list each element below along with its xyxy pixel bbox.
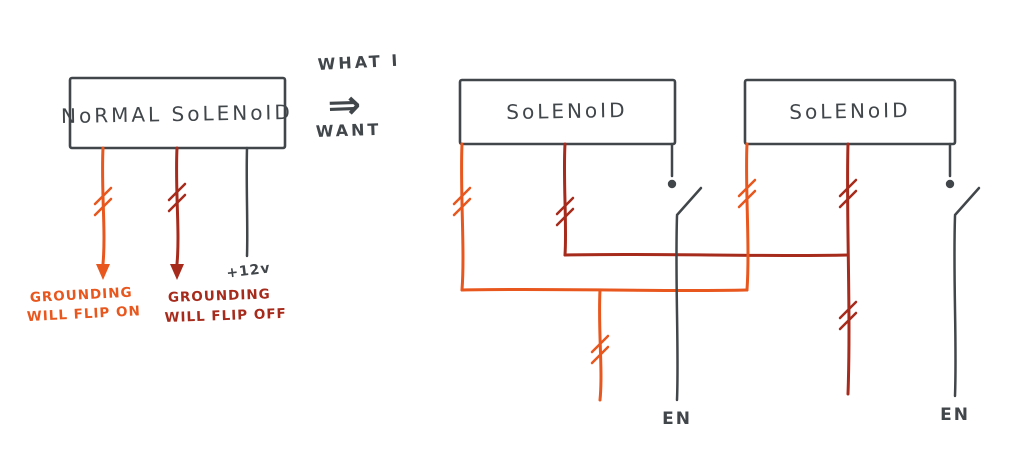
flip-on-drop-break-icon xyxy=(590,334,610,365)
flip-on-annotation-line2: WILL FLIP ON xyxy=(26,303,141,325)
flip-off-break-icon xyxy=(167,182,187,213)
supply-12v-label: +12v xyxy=(226,260,272,281)
solenoid2-label: SoLENoID xyxy=(789,98,911,124)
flip-on-annotation: GROUNDING WILL FLIP ON xyxy=(26,285,141,326)
want-label: WANT xyxy=(315,120,381,141)
solenoid2-flip-off-line xyxy=(846,142,851,396)
solenoid1-en-label: EN xyxy=(662,409,692,429)
solenoid1-flip-on-line xyxy=(460,142,465,292)
solenoid2-en-wire xyxy=(953,214,957,398)
solenoid1-flip-off-wire xyxy=(555,142,575,257)
solenoid1-en-switch: EN xyxy=(662,142,703,429)
solenoid1-flip-off-break-icon xyxy=(555,196,575,227)
solenoid1-label: SoLENoID xyxy=(506,98,628,124)
solenoid1-box xyxy=(458,78,677,146)
solenoid1-switch-contact-dot xyxy=(667,179,677,189)
flip-off-annotation: GROUNDING WILL FLIP OFF xyxy=(164,286,287,326)
supply-12v-wire: +12v xyxy=(226,146,272,282)
normal-solenoid: NoRMAL SoLENoID +12v GROUNDING xyxy=(26,76,293,326)
what-i-want-note: WHAT I ⇒ WANT xyxy=(315,51,400,141)
supply-12v-wire-line xyxy=(245,146,249,258)
normal-solenoid-label: NoRMAL SoLENoID xyxy=(61,100,293,128)
flip-on-break-icon xyxy=(93,186,113,217)
flip-off-annotation-line1: GROUNDING xyxy=(168,286,271,306)
flip-on-wire xyxy=(93,146,113,280)
flip-on-drop-line xyxy=(598,288,603,402)
solenoid2-switch-blade xyxy=(953,186,981,217)
implies-arrow-icon: ⇒ xyxy=(327,82,362,129)
solenoid1-switch-blade xyxy=(675,186,703,217)
flip-on-drop-wire xyxy=(590,288,610,402)
solenoid2-switch-contact-dot xyxy=(945,179,955,189)
solenoid2: SoLENoID EN xyxy=(737,78,981,425)
flip-off-bus-wire xyxy=(563,252,850,258)
solenoid2-flip-off-break-icon-upper xyxy=(838,178,858,209)
solenoid2-flip-off-wire xyxy=(838,142,858,396)
solenoid2-flip-on-break-icon xyxy=(737,178,757,209)
solenoid2-flip-on-wire xyxy=(737,142,757,292)
flip-on-annotation-line1: GROUNDING xyxy=(29,285,133,306)
solenoid1-flip-off-line xyxy=(562,142,568,257)
flip-off-arrowhead-icon xyxy=(170,264,184,280)
solenoid1: SoLENoID EN xyxy=(452,78,703,429)
solenoid2-box xyxy=(743,78,957,146)
flip-off-wire-line xyxy=(175,146,180,266)
flip-off-wire xyxy=(167,146,187,280)
solenoid2-flip-off-break-icon-lower xyxy=(838,300,858,331)
what-i-label: WHAT I xyxy=(317,51,401,74)
solenoid1-flip-on-wire xyxy=(452,142,472,292)
solenoid2-en-label: EN xyxy=(940,405,970,425)
flip-on-arrowhead-icon xyxy=(96,264,110,280)
flip-off-annotation-line2: WILL FLIP OFF xyxy=(164,306,287,326)
solenoid1-flip-on-break-icon xyxy=(452,186,472,217)
solenoid1-en-wire xyxy=(675,214,679,402)
flip-on-bus-wire xyxy=(460,287,749,293)
solenoid2-flip-on-line xyxy=(745,142,750,292)
flip-on-wire-line xyxy=(101,146,106,266)
solenoid2-en-switch: EN xyxy=(940,142,981,425)
